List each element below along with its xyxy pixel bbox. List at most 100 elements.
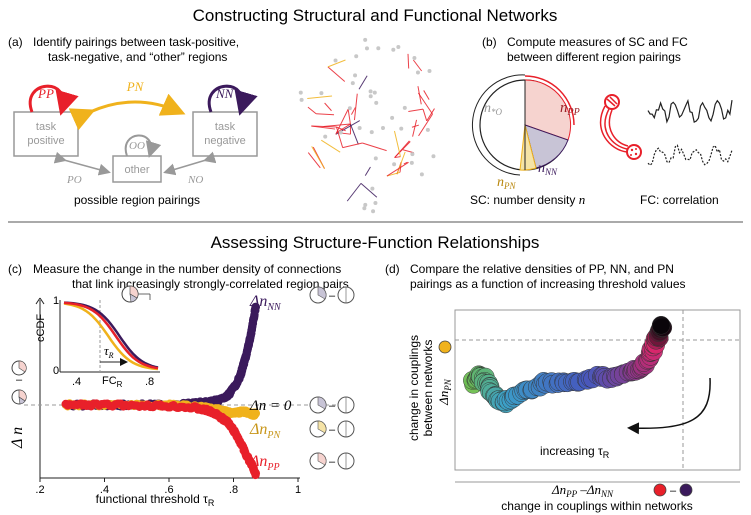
fc-label: FC: correlation (640, 193, 719, 207)
brain-edge (351, 107, 356, 115)
brain-node (373, 156, 378, 161)
brain-edge (417, 92, 433, 115)
brain-node (319, 91, 324, 96)
panel-d-caption-1: Compare the relative densities of PP, NN… (410, 262, 674, 276)
label-po: PO (66, 174, 82, 186)
brain-node (368, 94, 373, 99)
label-pn: PN (126, 79, 145, 94)
panel-b-letter: (b) (482, 35, 497, 49)
brain-edge (307, 95, 333, 99)
brain-edge (349, 123, 359, 145)
brain-node (373, 200, 378, 205)
panel-b-caption-1: Compute measures of SC and FC (507, 35, 688, 49)
brain-node (396, 45, 401, 50)
brain-edge (412, 119, 418, 137)
node-pos-line1: task (36, 121, 57, 133)
brain-edge (335, 108, 349, 135)
brain-edge (360, 182, 378, 198)
brain-node (391, 47, 396, 52)
brain-edge (386, 161, 409, 177)
panel-a: (a) Identify pairings between task-posit… (8, 35, 258, 207)
label-nn: NN (215, 86, 235, 101)
d-point (651, 315, 671, 335)
nn-loop (207, 84, 258, 116)
d-ylabel-math: ΔnPN (436, 378, 453, 406)
label-pp: PP (37, 86, 54, 101)
d-xlabel-minus: – (670, 485, 677, 497)
node-neg-line1: task (215, 121, 236, 133)
panel-a-caption-1: Identify pairings between task-positive, (33, 35, 239, 49)
brain-node (347, 106, 352, 111)
brain-node (431, 154, 436, 159)
label-n-pp: nPP (560, 100, 580, 118)
brain-node (299, 97, 304, 102)
inset-xtick-2: .8 (145, 376, 154, 388)
brain-node (409, 160, 414, 165)
brain-node (392, 162, 397, 167)
oo-loop (124, 134, 162, 158)
density-pie (471, 74, 575, 176)
label-no: NO (187, 174, 203, 186)
node-pos-line2: positive (27, 135, 64, 147)
panel-c-caption-2: that link increasingly strongly-correlat… (72, 277, 349, 291)
brain-edge (394, 140, 410, 158)
fc-timeseries-1 (647, 98, 733, 124)
brain-edge (320, 139, 341, 153)
brain-node (298, 90, 303, 95)
panel-b: (b) Compute measures of SC and FC betwee… (470, 35, 733, 207)
panel-c-caption-1: Measure the change in the number density… (33, 262, 341, 276)
no-arrow (163, 151, 217, 176)
inset-xtick-1: .4 (72, 376, 81, 388)
brain-node (363, 37, 368, 42)
brain-edge (346, 183, 362, 202)
brain-node (427, 68, 432, 73)
brain-node (374, 100, 379, 105)
sc-label: SC: number density n (470, 192, 585, 207)
label-n-other: n*O (484, 101, 503, 117)
top-title: Constructing Structural and Functional N… (193, 6, 558, 25)
label-n-nn: nNN (538, 161, 558, 177)
panel-d: (d) Compare the relative densities of PP… (385, 262, 741, 513)
brain-edge (386, 171, 401, 177)
c-ylabel-minus: – (16, 374, 23, 386)
d-ylabel-1: change in couplings (407, 335, 421, 441)
c-x-tick-label: .2 (35, 484, 44, 496)
brain-node (369, 130, 374, 135)
c-right-pie-minus: – (329, 290, 336, 302)
brain-edge (407, 53, 410, 69)
panel-a-caption-2: task-negative, and “other” regions (48, 50, 227, 64)
bottom-title: Assessing Structure-Function Relationshi… (211, 233, 540, 252)
brain-edge (316, 113, 335, 116)
inset-ytick-1: 1 (53, 295, 59, 307)
node-other-label: other (124, 164, 149, 176)
d-arrow-label: increasing τR (540, 444, 610, 460)
brain-node (364, 46, 369, 51)
c-label-dnn: ΔnNN (249, 293, 282, 313)
d-ylabel-2: between networks (421, 340, 435, 437)
brain-edge (393, 130, 401, 157)
brain-node (368, 89, 373, 94)
c-ylabel-pie-1 (11, 389, 27, 405)
brain-node (363, 202, 368, 207)
brain-node (380, 126, 385, 131)
brain-edge (396, 151, 406, 175)
c-right-pie-minus: – (329, 400, 336, 412)
label-oo: OO (129, 140, 145, 152)
brain-edge (323, 123, 351, 127)
d-tau-arrow (627, 377, 711, 435)
brain-node (376, 46, 381, 51)
brain-edge (418, 113, 433, 137)
brain-edge (394, 156, 401, 159)
brain-edge (358, 75, 368, 90)
brain-edge (311, 146, 325, 169)
node-other (112, 155, 162, 183)
brain-edge (307, 152, 321, 169)
brain-node (419, 172, 424, 177)
fc-timeseries-2 (647, 144, 733, 167)
c-right-pie-minus: – (329, 456, 336, 468)
panel-c: (c) Measure the change in the number den… (8, 262, 355, 508)
c-label-zero: Δn = 0 (249, 398, 292, 414)
c-point (251, 409, 261, 418)
